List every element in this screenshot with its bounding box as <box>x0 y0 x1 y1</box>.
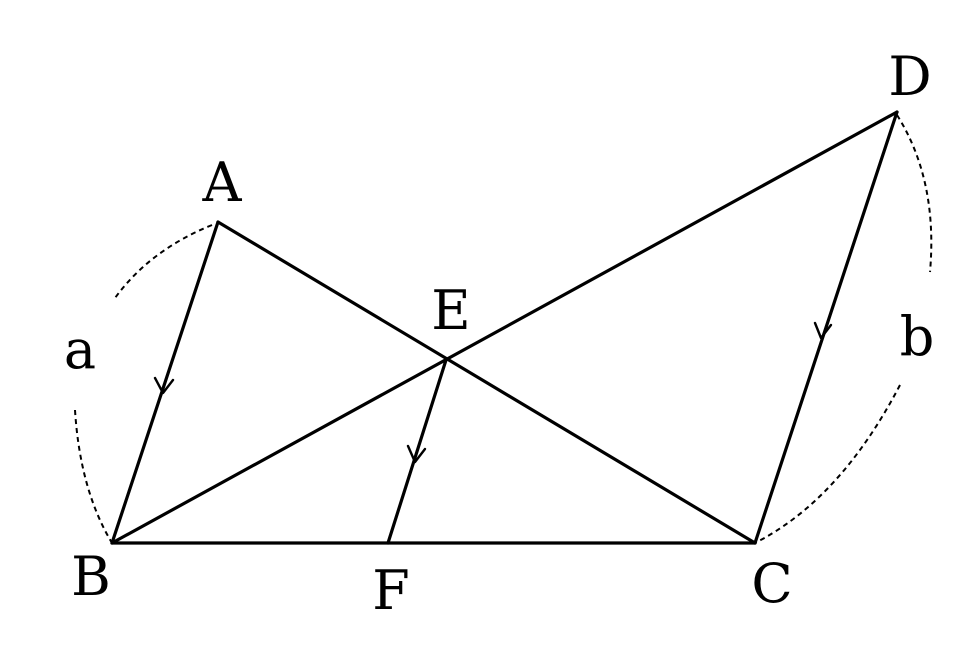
arc-b-upper <box>896 114 933 273</box>
label-point-f: F <box>372 559 409 622</box>
arrow-mark-ab <box>153 376 175 395</box>
arc-a-upper <box>114 224 213 299</box>
arc-b-lower <box>754 384 901 544</box>
arrow-mark-dc <box>813 321 833 340</box>
arc-a-lower <box>74 409 113 544</box>
label-point-b: B <box>71 545 111 608</box>
label-point-e: E <box>431 279 470 342</box>
label-point-a: A <box>202 151 243 214</box>
segment-cd <box>753 110 899 545</box>
segment-bd <box>110 110 899 545</box>
segment-ab <box>110 220 220 545</box>
label-arc-a: a <box>64 318 96 381</box>
arrow-mark-ef <box>406 444 427 464</box>
label-point-d: D <box>888 45 931 108</box>
segment-ac <box>216 220 757 545</box>
segment-ef <box>386 358 448 545</box>
label-point-c: C <box>751 552 792 615</box>
label-arc-b: b <box>900 305 935 368</box>
